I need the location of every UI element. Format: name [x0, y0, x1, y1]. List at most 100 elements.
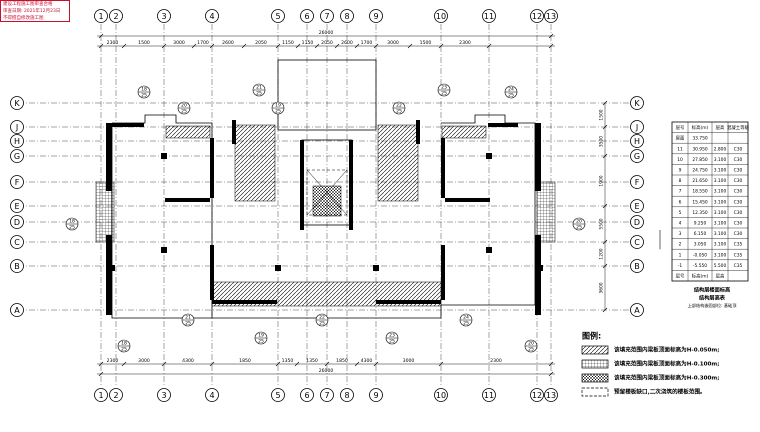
- dim-bottom-tick: [161, 361, 167, 367]
- row-bubble-H: [10, 134, 24, 148]
- section-callout-num: 19: [275, 103, 281, 109]
- col-bubble-12: [530, 388, 544, 402]
- table-cell: 3: [679, 231, 682, 237]
- dim-bottom-tick: [438, 361, 444, 367]
- dim-top-label: 3000: [173, 40, 185, 46]
- row-bubble-label: G: [634, 152, 640, 161]
- col-bubble-5: [271, 9, 285, 23]
- col-bubble-label: 10: [436, 391, 446, 400]
- row-bubble-label: J: [15, 123, 18, 132]
- legend-item-text: 该填充范围内梁板顶面标高为H-0.100m;: [614, 360, 719, 368]
- col-bubble-label: 3: [161, 391, 166, 400]
- table-caption-1: 结构层楼面标高: [694, 286, 730, 294]
- table-cell: 3.100: [714, 210, 727, 216]
- section-callout-num: 24: [463, 315, 469, 321]
- row-bubble-B: [630, 259, 644, 273]
- dim-bottom-label: 3000: [403, 358, 415, 364]
- section-callout-sheet: 25: [258, 339, 264, 345]
- slab-outline-left: [112, 114, 213, 318]
- col-bubble-11: [482, 388, 496, 402]
- table-cell: 层号: [676, 125, 685, 131]
- section-callout-num: 18: [69, 219, 75, 225]
- dim-top-label: 1150: [302, 40, 314, 46]
- table-cell: C35: [734, 263, 743, 269]
- col-bubble-12: [530, 9, 544, 23]
- dim-right-tick: [602, 203, 608, 209]
- section-callout-num: 23: [389, 333, 395, 339]
- section-callout-sheet: 25: [389, 339, 395, 345]
- dim-top-tick: [486, 43, 492, 49]
- dim-right-tick: [602, 239, 608, 245]
- col-bubble-2: [109, 388, 123, 402]
- col-bubble-7: [320, 388, 334, 402]
- col-bubble-label: 12: [532, 12, 542, 21]
- col-bubble-7: [320, 9, 334, 23]
- col-bubble-label: 1: [98, 391, 103, 400]
- dim-top-tick: [275, 43, 281, 49]
- table-cell: 3.100: [714, 157, 727, 163]
- table-cell: 4: [679, 221, 682, 227]
- col-bubble-4: [205, 9, 219, 23]
- table-cell: C35: [734, 252, 743, 258]
- dim-bottom-label: 1350: [282, 358, 294, 364]
- table-cell: 5: [679, 210, 682, 216]
- dim-bottom-label: 4300: [182, 358, 194, 364]
- column: [537, 265, 543, 271]
- table-cell: -5.550: [693, 263, 707, 269]
- dim-top-label: 1700: [197, 40, 209, 46]
- column: [486, 247, 492, 253]
- row-bubble-H: [630, 134, 644, 148]
- wall-top-left: [112, 123, 144, 127]
- row-bubble-label: A: [634, 306, 640, 315]
- section-callout-num: 22: [319, 315, 325, 321]
- section-callout-sheet: 25: [396, 109, 402, 115]
- col-bubble-label: 2: [113, 391, 118, 400]
- col-bubble-label: 1: [98, 12, 103, 21]
- dim-bottom-tick: [373, 361, 379, 367]
- wall-mid-right: [445, 198, 490, 202]
- stamp-line-2: 审查日期: 2021年12月23日: [3, 9, 61, 14]
- dim-bottom-tick: [354, 361, 360, 367]
- dim-bottom-label: 3000: [138, 358, 150, 364]
- dim-right-label: 3600: [599, 282, 605, 293]
- table-cell: 3.100: [714, 189, 727, 195]
- table-cell: 6: [679, 199, 682, 205]
- table-cell: C30: [734, 231, 743, 237]
- wall-bath-l: [232, 120, 236, 144]
- dim-right-label: 3500: [599, 136, 605, 147]
- legend-swatch-diag: [581, 345, 609, 355]
- section-callout-sheet: 25: [528, 347, 534, 353]
- table-cell: 3.100: [714, 199, 727, 205]
- row-bubble-label: E: [634, 202, 639, 211]
- legend-swatch-box: [581, 387, 609, 397]
- hatch-bay-left: [95, 181, 115, 243]
- table-cell: 3.100: [714, 178, 727, 184]
- col-bubble-9: [369, 9, 383, 23]
- row-bubble-label: J: [635, 123, 638, 132]
- row-bubble-J: [10, 120, 24, 134]
- wall-bath-r: [416, 120, 420, 144]
- table-cell: -0.050: [693, 252, 707, 258]
- col-bubble-label: 2: [113, 12, 118, 21]
- row-bubble-label: B: [634, 262, 640, 271]
- dim-top-tick: [334, 43, 340, 49]
- table-cell: 10: [677, 157, 683, 163]
- wall-left-1: [106, 123, 112, 191]
- row-bubble-C: [630, 235, 644, 249]
- col-bubble-label: 13: [546, 391, 556, 400]
- table-cell: 层高: [716, 124, 725, 131]
- table-cell: 12.350: [692, 210, 708, 216]
- dim-bottom-label: 2300: [490, 358, 502, 364]
- row-bubble-D: [630, 215, 644, 229]
- dim-top-tick: [354, 43, 360, 49]
- table-cell: 3.100: [714, 221, 727, 227]
- dim-top-tick: [373, 43, 379, 49]
- table-cell: 33.750: [692, 136, 708, 142]
- wall-col10: [441, 138, 445, 198]
- hatch-bath-right: [377, 124, 419, 202]
- row-bubble-F: [10, 175, 24, 189]
- dim-bottom-total-tick: [548, 371, 554, 377]
- row-bubble-label: F: [15, 178, 20, 187]
- table-cell: 21.650: [692, 178, 708, 184]
